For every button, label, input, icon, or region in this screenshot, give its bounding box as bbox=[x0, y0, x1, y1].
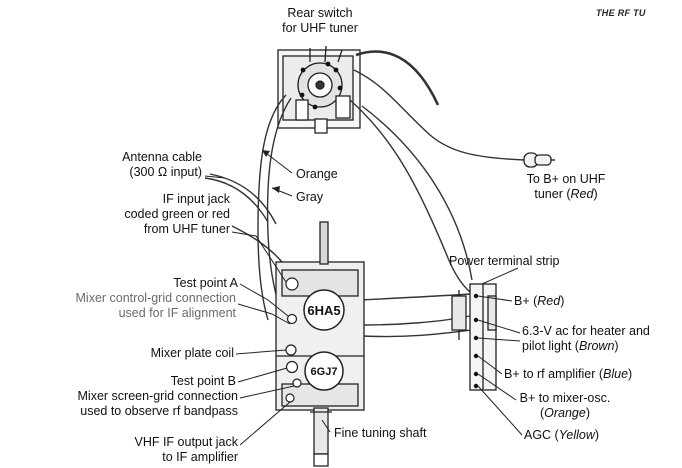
mixer-screen-line-1: Mixer screen-grid connection bbox=[77, 389, 239, 403]
if-input-jack bbox=[285, 277, 299, 291]
vhf-if-output-jack bbox=[285, 393, 295, 403]
mixer-screen-grid-label: Mixer screen-grid connection used to obs… bbox=[14, 389, 239, 419]
rear-switch-label: Rear switch for UHF tuner bbox=[268, 6, 372, 36]
heater-text: pilot light ( bbox=[522, 339, 579, 353]
running-title: THE RF TU bbox=[596, 8, 646, 18]
power-terminal-strip-label: Power terminal strip bbox=[449, 254, 560, 268]
tube-6gj7-label: 6GJ7 bbox=[311, 366, 338, 378]
fine-tuning-shaft-label: Fine tuning shaft bbox=[334, 426, 427, 440]
heater-close: ) bbox=[614, 339, 619, 353]
tube-6ha5 bbox=[303, 289, 345, 331]
to-bplus-text: tuner ( bbox=[534, 187, 571, 201]
bplus-rf-close: ) bbox=[628, 367, 633, 381]
bplus-mixer-close: ) bbox=[585, 406, 591, 420]
heater-line-1: 6.3-V ac for heater and bbox=[522, 324, 650, 338]
antenna-line-2: (300 Ω input) bbox=[129, 165, 202, 179]
bplus-mixer-open: ( bbox=[539, 406, 545, 420]
agc-label: AGC (Yellow) bbox=[524, 428, 599, 443]
mixer-control-line-1: Mixer control-grid connection bbox=[75, 291, 237, 305]
bplus-rf-amplifier-label: B+ to rf amplifier (Blue) bbox=[504, 367, 632, 382]
test-point-b bbox=[285, 360, 299, 374]
if-input-line-1: IF input jack bbox=[162, 192, 230, 206]
to-bplus-color: Red bbox=[570, 187, 594, 201]
screen-grid-point bbox=[292, 378, 302, 388]
tube-6gj7 bbox=[304, 351, 344, 391]
bplus-mixer-line-2: (Orange) bbox=[506, 406, 624, 421]
mixer-plate-coil-label: Mixer plate coil bbox=[150, 346, 234, 360]
vhf-if-line-1: VHF IF output jack bbox=[134, 435, 238, 449]
test-point-a-label: Test point A bbox=[173, 276, 238, 290]
uhf-bplus-connector bbox=[523, 152, 552, 168]
rear-switch-line-2: for UHF tuner bbox=[282, 21, 358, 35]
heater-label: 6.3-V ac for heater and pilot light (Bro… bbox=[522, 324, 650, 354]
bplus-red-color: Red bbox=[537, 294, 561, 308]
heater-line-2: pilot light (Brown) bbox=[522, 339, 650, 354]
bplus-mixer-osc-label: B+ to mixer-osc. (Orange) bbox=[506, 391, 624, 421]
rear-switch bbox=[277, 45, 361, 134]
agc-text: AGC ( bbox=[524, 428, 559, 442]
bplus-red-label: B+ (Red) bbox=[514, 294, 564, 309]
mixer-screen-line-2: used to observe rf bandpass bbox=[80, 404, 238, 418]
if-input-jack-label: IF input jack coded green or red from UH… bbox=[100, 192, 230, 237]
antenna-line-1: Antenna cable bbox=[122, 150, 202, 164]
mixer-plate-coil bbox=[285, 344, 297, 356]
vhf-if-output-label: VHF IF output jack to IF amplifier bbox=[80, 435, 238, 465]
test-point-b-label: Test point B bbox=[170, 374, 236, 388]
bplus-red-text: B+ ( bbox=[514, 294, 538, 308]
test-point-a bbox=[286, 313, 298, 325]
vhf-if-line-2: to IF amplifier bbox=[162, 450, 238, 464]
rear-switch-line-1: Rear switch bbox=[287, 6, 353, 20]
bplus-mixer-color: Orange bbox=[544, 406, 586, 420]
heater-color: Brown bbox=[578, 339, 615, 353]
if-input-line-3: from UHF tuner bbox=[143, 222, 230, 236]
if-input-line-2: coded green or red bbox=[124, 207, 230, 221]
to-bplus-close: ) bbox=[593, 187, 598, 201]
bplus-mixer-line-1: B+ to mixer-osc. bbox=[519, 391, 611, 405]
mixer-control-line-2: used for IF alignment bbox=[118, 306, 236, 320]
bplus-rf-text: B+ to rf amplifier ( bbox=[504, 367, 603, 381]
tube-6ha5-label: 6HA5 bbox=[307, 303, 340, 318]
agc-close: ) bbox=[594, 428, 600, 442]
bplus-rf-color: Blue bbox=[603, 367, 629, 381]
to-bplus-line-2: tuner (Red) bbox=[506, 187, 626, 202]
to-bplus-line-1: To B+ on UHF bbox=[526, 172, 606, 186]
gray-wire-label: Gray bbox=[296, 190, 324, 204]
to-bplus-uhf-label: To B+ on UHF tuner (Red) bbox=[506, 172, 626, 202]
bplus-red-close: ) bbox=[560, 294, 565, 308]
antenna-cable-label: Antenna cable (300 Ω input) bbox=[80, 150, 202, 180]
orange-wire-label: Orange bbox=[296, 167, 338, 181]
agc-color: Yellow bbox=[558, 428, 595, 442]
mixer-control-grid-label: Mixer control-grid connection used for I… bbox=[20, 291, 237, 321]
